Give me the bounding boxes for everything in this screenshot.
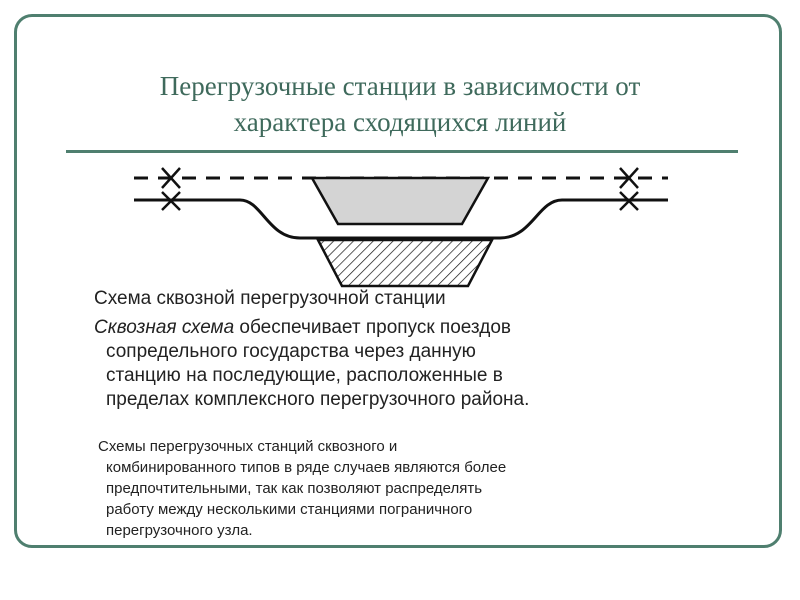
- station-scheme-diagram: [134, 167, 668, 288]
- right-border-cross-upper: [619, 167, 639, 189]
- scheme-caption: Схема сквозной перегрузочной станции: [94, 288, 446, 309]
- paragraph-1-line-1-rest: обеспечивает пропуск поездов: [234, 317, 511, 338]
- right-border-cross-lower: [619, 191, 639, 211]
- slide-title: Перегрузочные станции в зависимости от х…: [60, 68, 740, 140]
- left-border-cross-upper: [161, 167, 181, 189]
- upper-transfer-platform: [309, 176, 491, 226]
- paragraph-1-line-1: Сквозная схема обеспечивает пропуск поез…: [94, 316, 734, 340]
- paragraph-combined-schemes: Схемы перегрузочных станций сквозного и …: [98, 436, 718, 541]
- paragraph-1-line-4: пределах комплексного перегрузочного рай…: [106, 389, 530, 410]
- paragraph-2-line-1: Схемы перегрузочных станций сквозного и: [98, 438, 398, 455]
- paragraph-2-line-2: комбинированного типов в ряде случаев яв…: [106, 459, 507, 476]
- paragraph-2-line-3: предпочтительными, так как позволяют рас…: [106, 480, 483, 497]
- slide-title-line-1: Перегрузочные станции в зависимости от: [159, 71, 641, 101]
- paragraph-through-scheme: Сквозная схема обеспечивает пропуск поез…: [94, 316, 734, 412]
- paragraph-1-line-3: станцию на последующие, расположенные в: [106, 365, 503, 386]
- lower-transfer-platform: [315, 238, 495, 288]
- left-border-cross-lower: [161, 191, 181, 211]
- paragraph-2-line-5: перегрузочного узла.: [106, 522, 253, 539]
- title-divider: [66, 150, 738, 153]
- lower-solid-track: [134, 198, 668, 240]
- paragraph-1-line-2: сопредельного государства через данную: [106, 341, 476, 362]
- slide-title-line-2: характера сходящихся линий: [233, 107, 567, 137]
- paragraph-2-line-4: работу между несколькими станциями погра…: [106, 501, 473, 518]
- paragraph-1-emphasis: Сквозная схема: [94, 317, 235, 338]
